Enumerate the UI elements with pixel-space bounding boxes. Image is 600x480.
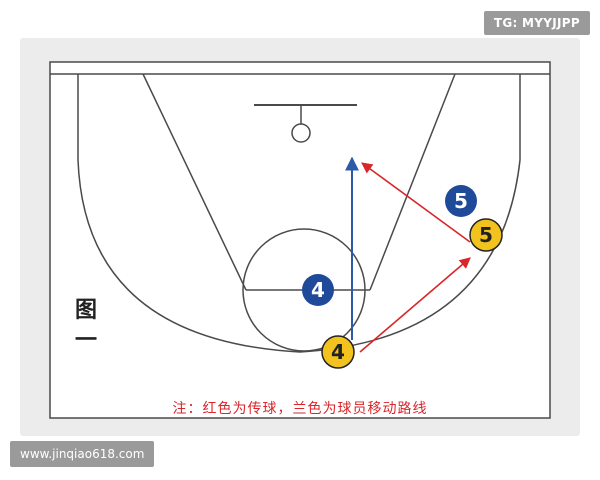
watermark-top-right: TG: MYYJJPP [483,11,590,35]
player-number: 5 [454,189,468,213]
defense-player-4: 4 [302,274,334,306]
watermark-bottom-left: www.jinqiao618.com [10,441,155,467]
player-number: 4 [311,278,325,302]
defense-player-5: 5 [445,185,477,217]
figure-label-char-1: 图 [74,297,97,323]
pass-arrow-to-cutter [361,162,471,243]
free-throw-circle [242,228,366,352]
offense-player-4: 4 [321,335,355,369]
key-lane [142,73,456,291]
player-number: 4 [331,340,345,364]
legend-note: 注：红色为传球，兰色为球员移动路线 [172,401,428,417]
player-number: 5 [479,223,493,247]
offense-player-5: 5 [469,218,503,252]
figure-label-char-2: 一 [74,326,97,353]
hoop [291,123,311,143]
pass-arrow-to-5 [359,257,471,353]
figure-label: 图 一 [70,296,102,355]
